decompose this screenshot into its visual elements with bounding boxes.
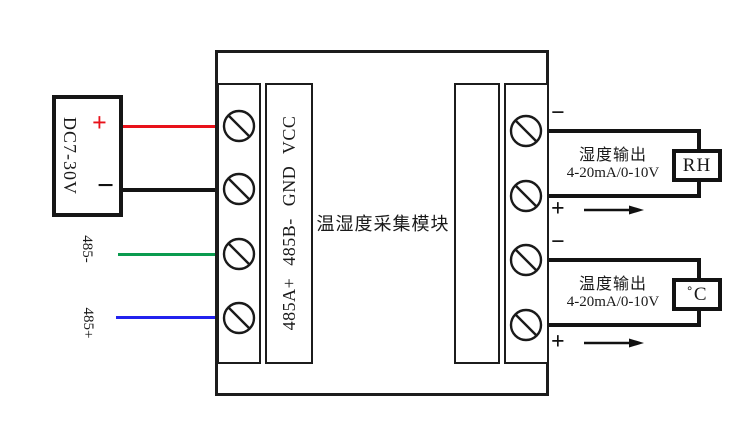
humidity-output-text: 湿度输出 4-20mA/0-10V bbox=[551, 147, 675, 183]
power-supply-label: DC7-30V bbox=[60, 117, 80, 195]
temperature-plus-sign: + bbox=[551, 329, 565, 355]
temperature-output-name: 温度输出 bbox=[578, 276, 647, 293]
rs485-plus-label: 485+ bbox=[80, 307, 96, 339]
screw-terminal-icon bbox=[509, 179, 543, 213]
temperature-signal-range: 4-20mA/0-10V bbox=[566, 294, 660, 311]
power-supply-box bbox=[52, 95, 123, 217]
humidity-output-name: 湿度输出 bbox=[578, 147, 647, 164]
rs485-b-wire bbox=[118, 253, 218, 256]
screw-terminal-icon bbox=[222, 109, 256, 143]
right-terminal-label-block bbox=[454, 83, 500, 364]
screw-terminal-icon bbox=[222, 172, 256, 206]
left-terminal-label-block bbox=[265, 83, 313, 364]
rs485-minus-label: 485- bbox=[79, 235, 95, 263]
humidity-sensor-box: RH bbox=[672, 149, 722, 182]
vcc-wire bbox=[123, 125, 218, 128]
screw-terminal-icon bbox=[509, 243, 543, 277]
temperature-output-text: 温度输出 4-20mA/0-10V bbox=[551, 276, 675, 312]
screw-terminal-icon bbox=[222, 301, 256, 335]
rs485-a-wire bbox=[116, 316, 218, 319]
power-positive-sign: + bbox=[92, 108, 107, 137]
temperature-sensor-box: ˚C bbox=[672, 278, 722, 311]
humidity-plus-sign: + bbox=[551, 196, 565, 222]
module-title: 温湿度采集模块 bbox=[316, 214, 450, 234]
screw-terminal-icon bbox=[222, 237, 256, 271]
screw-terminal-icon bbox=[509, 114, 543, 148]
gnd-wire bbox=[123, 188, 218, 192]
temperature-minus-sign: − bbox=[551, 229, 565, 255]
flow-arrow-icon bbox=[584, 338, 644, 348]
humidity-signal-range: 4-20mA/0-10V bbox=[566, 165, 660, 182]
power-negative-sign: − bbox=[97, 169, 115, 202]
humidity-minus-sign: − bbox=[551, 100, 565, 126]
screw-terminal-icon bbox=[509, 308, 543, 342]
flow-arrow-icon bbox=[584, 205, 644, 215]
